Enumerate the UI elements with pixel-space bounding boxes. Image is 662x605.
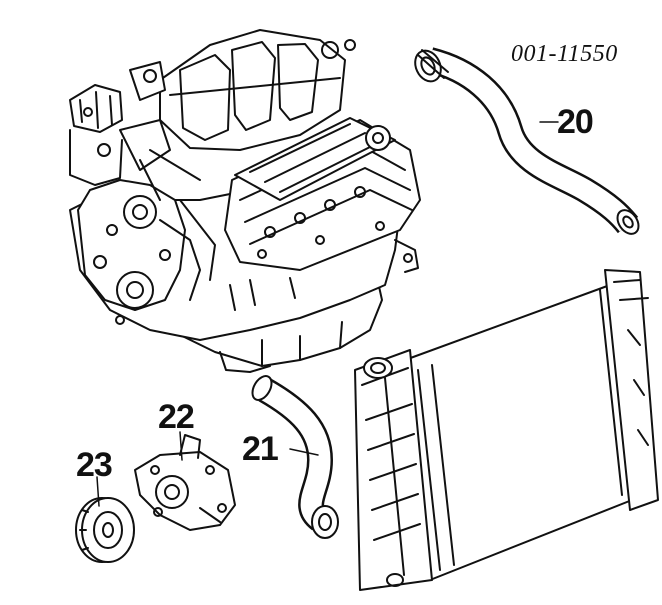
callout-20: 20 xyxy=(557,103,594,141)
lower-radiator-hose xyxy=(251,375,339,539)
upper-radiator-hose xyxy=(414,47,640,235)
callout-23: 23 xyxy=(76,446,113,484)
water-pump xyxy=(134,434,236,531)
pulley xyxy=(75,497,135,563)
reference-number: 001-11550 xyxy=(511,41,618,67)
leader-lines xyxy=(96,121,559,507)
callout-21: 21 xyxy=(242,430,279,468)
engine xyxy=(69,29,421,373)
callout-22: 22 xyxy=(158,398,195,436)
radiator xyxy=(354,269,659,591)
